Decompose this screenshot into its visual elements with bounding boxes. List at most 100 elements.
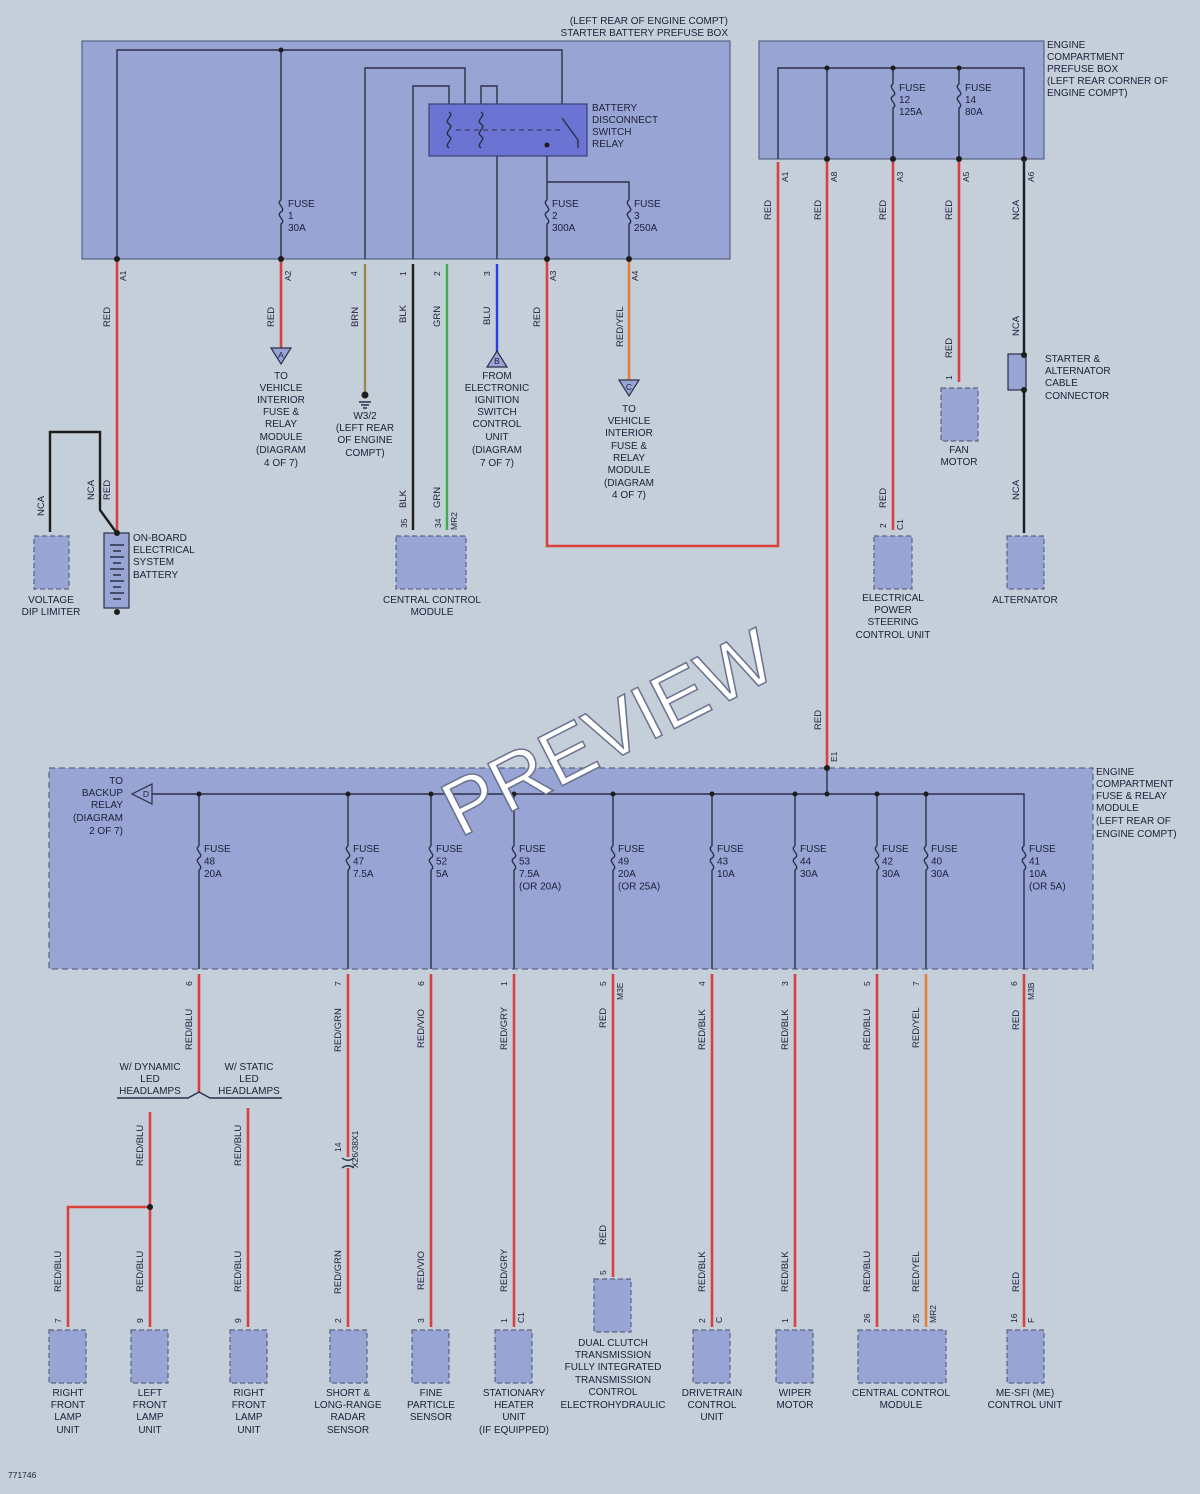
svg-text:(DIAGRAM: (DIAGRAM: [472, 445, 522, 456]
prefuse-box-title-2: STARTER BATTERY PREFUSE BOX: [561, 28, 729, 39]
svg-text:HEADLAMPS: HEADLAMPS: [218, 1086, 280, 1097]
svg-text:RED: RED: [813, 200, 824, 220]
svg-text:A1: A1: [118, 270, 128, 281]
relay-contact: [561, 117, 579, 148]
svg-text:(LEFT REAR CORNER OF: (LEFT REAR CORNER OF: [1047, 76, 1168, 87]
svg-text:RED: RED: [102, 480, 113, 500]
svg-text:2: 2: [333, 1318, 343, 1323]
svg-text:RED: RED: [598, 1225, 609, 1245]
svg-text:F: F: [1026, 1318, 1036, 1323]
svg-text:ENGINE COMPT): ENGINE COMPT): [1096, 829, 1177, 840]
fuse-amp: 30A: [882, 869, 900, 880]
me-sfi-control-unit: ME-SFI (ME) CONTROL UNIT: [988, 1329, 1063, 1411]
svg-text:UNIT: UNIT: [700, 1412, 723, 1423]
fuse-label: FUSE: [353, 844, 380, 855]
svg-text:RED/YEL: RED/YEL: [615, 306, 626, 347]
prefuse-internal-bus: [116, 49, 563, 259]
fuse-label: FUSE: [882, 844, 909, 855]
svg-text:ME-SFI (ME): ME-SFI (ME): [996, 1388, 1054, 1399]
svg-text:FUSE: FUSE: [899, 83, 926, 94]
pins-bottom-top: 6 7 6 1 5 M3E 4 3 5 7 6 M3B: [184, 981, 1036, 1000]
svg-text:GRN: GRN: [432, 306, 443, 327]
svg-text:BLK: BLK: [398, 304, 409, 323]
drivetrain-control-unit: DRIVETRAIN CONTROL UNIT: [682, 1329, 742, 1423]
svg-text:C1: C1: [895, 519, 905, 530]
svg-text:BLU: BLU: [482, 306, 493, 325]
svg-text:A4: A4: [630, 270, 640, 281]
svg-text:COMPARTMENT: COMPARTMENT: [1096, 779, 1173, 790]
svg-text:2: 2: [697, 1318, 707, 1323]
svg-text:DIP LIMITER: DIP LIMITER: [22, 607, 81, 618]
svg-text:MODULE: MODULE: [411, 607, 454, 618]
ref-b-arrow: B FROM ELECTRONIC IGNITION SWITCH CONTRO…: [465, 349, 529, 469]
svg-text:HEADLAMPS: HEADLAMPS: [119, 1086, 181, 1097]
fuse-amp: 5A: [436, 869, 449, 880]
svg-text:CONNECTOR: CONNECTOR: [1045, 391, 1109, 402]
svg-text:RED/BLK: RED/BLK: [780, 1009, 791, 1050]
svg-text:12: 12: [899, 95, 911, 106]
svg-text:RED/BLU: RED/BLU: [862, 1251, 873, 1292]
svg-text:80A: 80A: [965, 107, 983, 118]
svg-text:RED: RED: [944, 200, 955, 220]
svg-text:6: 6: [184, 981, 194, 986]
svg-text:LED: LED: [239, 1074, 258, 1085]
svg-text:RED/BLK: RED/BLK: [697, 1009, 708, 1050]
svg-text:RED/GRN: RED/GRN: [333, 1008, 344, 1052]
svg-text:RED/VIO: RED/VIO: [416, 1251, 427, 1290]
svg-text:9: 9: [135, 1318, 145, 1323]
svg-text:FRONT: FRONT: [133, 1400, 167, 1411]
split-node: [147, 1204, 153, 1210]
svg-text:LEFT: LEFT: [138, 1388, 162, 1399]
eps-control-unit: ELECTRICAL POWER STEERING CONTROL UNIT: [856, 535, 930, 641]
svg-text:14: 14: [965, 95, 977, 106]
fuse-amp: 20A: [618, 869, 636, 880]
relay-node: [544, 142, 550, 148]
svg-text:2: 2: [878, 523, 888, 528]
svg-text:W3/2: W3/2: [353, 411, 377, 422]
fuse-amp: 7.5A: [353, 869, 374, 880]
fuse-label: FUSE: [436, 844, 463, 855]
svg-text:RELAY: RELAY: [91, 800, 123, 811]
svg-text:CONTROL UNIT: CONTROL UNIT: [988, 1400, 1063, 1411]
svg-text:MOTOR: MOTOR: [776, 1400, 813, 1411]
ref-c-arrow: C TO VEHICLE INTERIOR FUSE & RELAY MODUL…: [604, 379, 654, 501]
svg-text:TO: TO: [274, 371, 288, 382]
svg-text:4: 4: [349, 271, 359, 276]
svg-text:3: 3: [416, 1318, 426, 1323]
central-control-module-bottom: CENTRAL CONTROL MODULE: [852, 1329, 950, 1411]
svg-text:RED: RED: [1011, 1010, 1022, 1030]
svg-text:RED/BLU: RED/BLU: [53, 1251, 64, 1292]
svg-text:1: 1: [288, 211, 294, 222]
fuse-num: 53: [519, 857, 531, 868]
fuse-label: FUSE: [618, 844, 645, 855]
svg-text:FINE: FINE: [420, 1388, 443, 1399]
fuse-extra: (OR 5A): [1029, 882, 1066, 893]
svg-text:CONTROL: CONTROL: [688, 1400, 737, 1411]
svg-text:CONTROL: CONTROL: [473, 419, 522, 430]
svg-text:NCA: NCA: [1011, 199, 1022, 220]
svg-text:35: 35: [399, 518, 409, 528]
svg-text:DISCONNECT: DISCONNECT: [592, 115, 658, 126]
svg-text:250A: 250A: [634, 223, 658, 234]
svg-text:W/ DYNAMIC: W/ DYNAMIC: [119, 1062, 180, 1073]
svg-text:MODULE: MODULE: [608, 465, 651, 476]
svg-text:RED/BLU: RED/BLU: [233, 1125, 244, 1166]
battery-symbol: ON-BOARD ELECTRICAL SYSTEM BATTERY: [103, 530, 195, 615]
svg-text:SHORT &: SHORT &: [326, 1388, 370, 1399]
svg-text:TO: TO: [622, 404, 636, 415]
fuse-label: FUSE: [519, 844, 546, 855]
svg-text:C: C: [626, 382, 632, 392]
svg-text:1: 1: [499, 981, 509, 986]
prefuse-box-title-1: (LEFT REAR OF ENGINE COMPT): [570, 16, 728, 27]
svg-text:3: 3: [634, 211, 640, 222]
svg-text:1: 1: [780, 1318, 790, 1323]
svg-text:34: 34: [433, 518, 443, 528]
ref-d-arrow: D TO BACKUP RELAY (DIAGRAM 2 OF 7): [73, 776, 153, 837]
svg-text:SWITCH: SWITCH: [477, 407, 516, 418]
radar-sensor: SHORT & LONG-RANGE RADAR SENSOR: [314, 1329, 382, 1436]
svg-text:300A: 300A: [552, 223, 576, 234]
svg-text:MR2: MR2: [928, 1305, 938, 1323]
